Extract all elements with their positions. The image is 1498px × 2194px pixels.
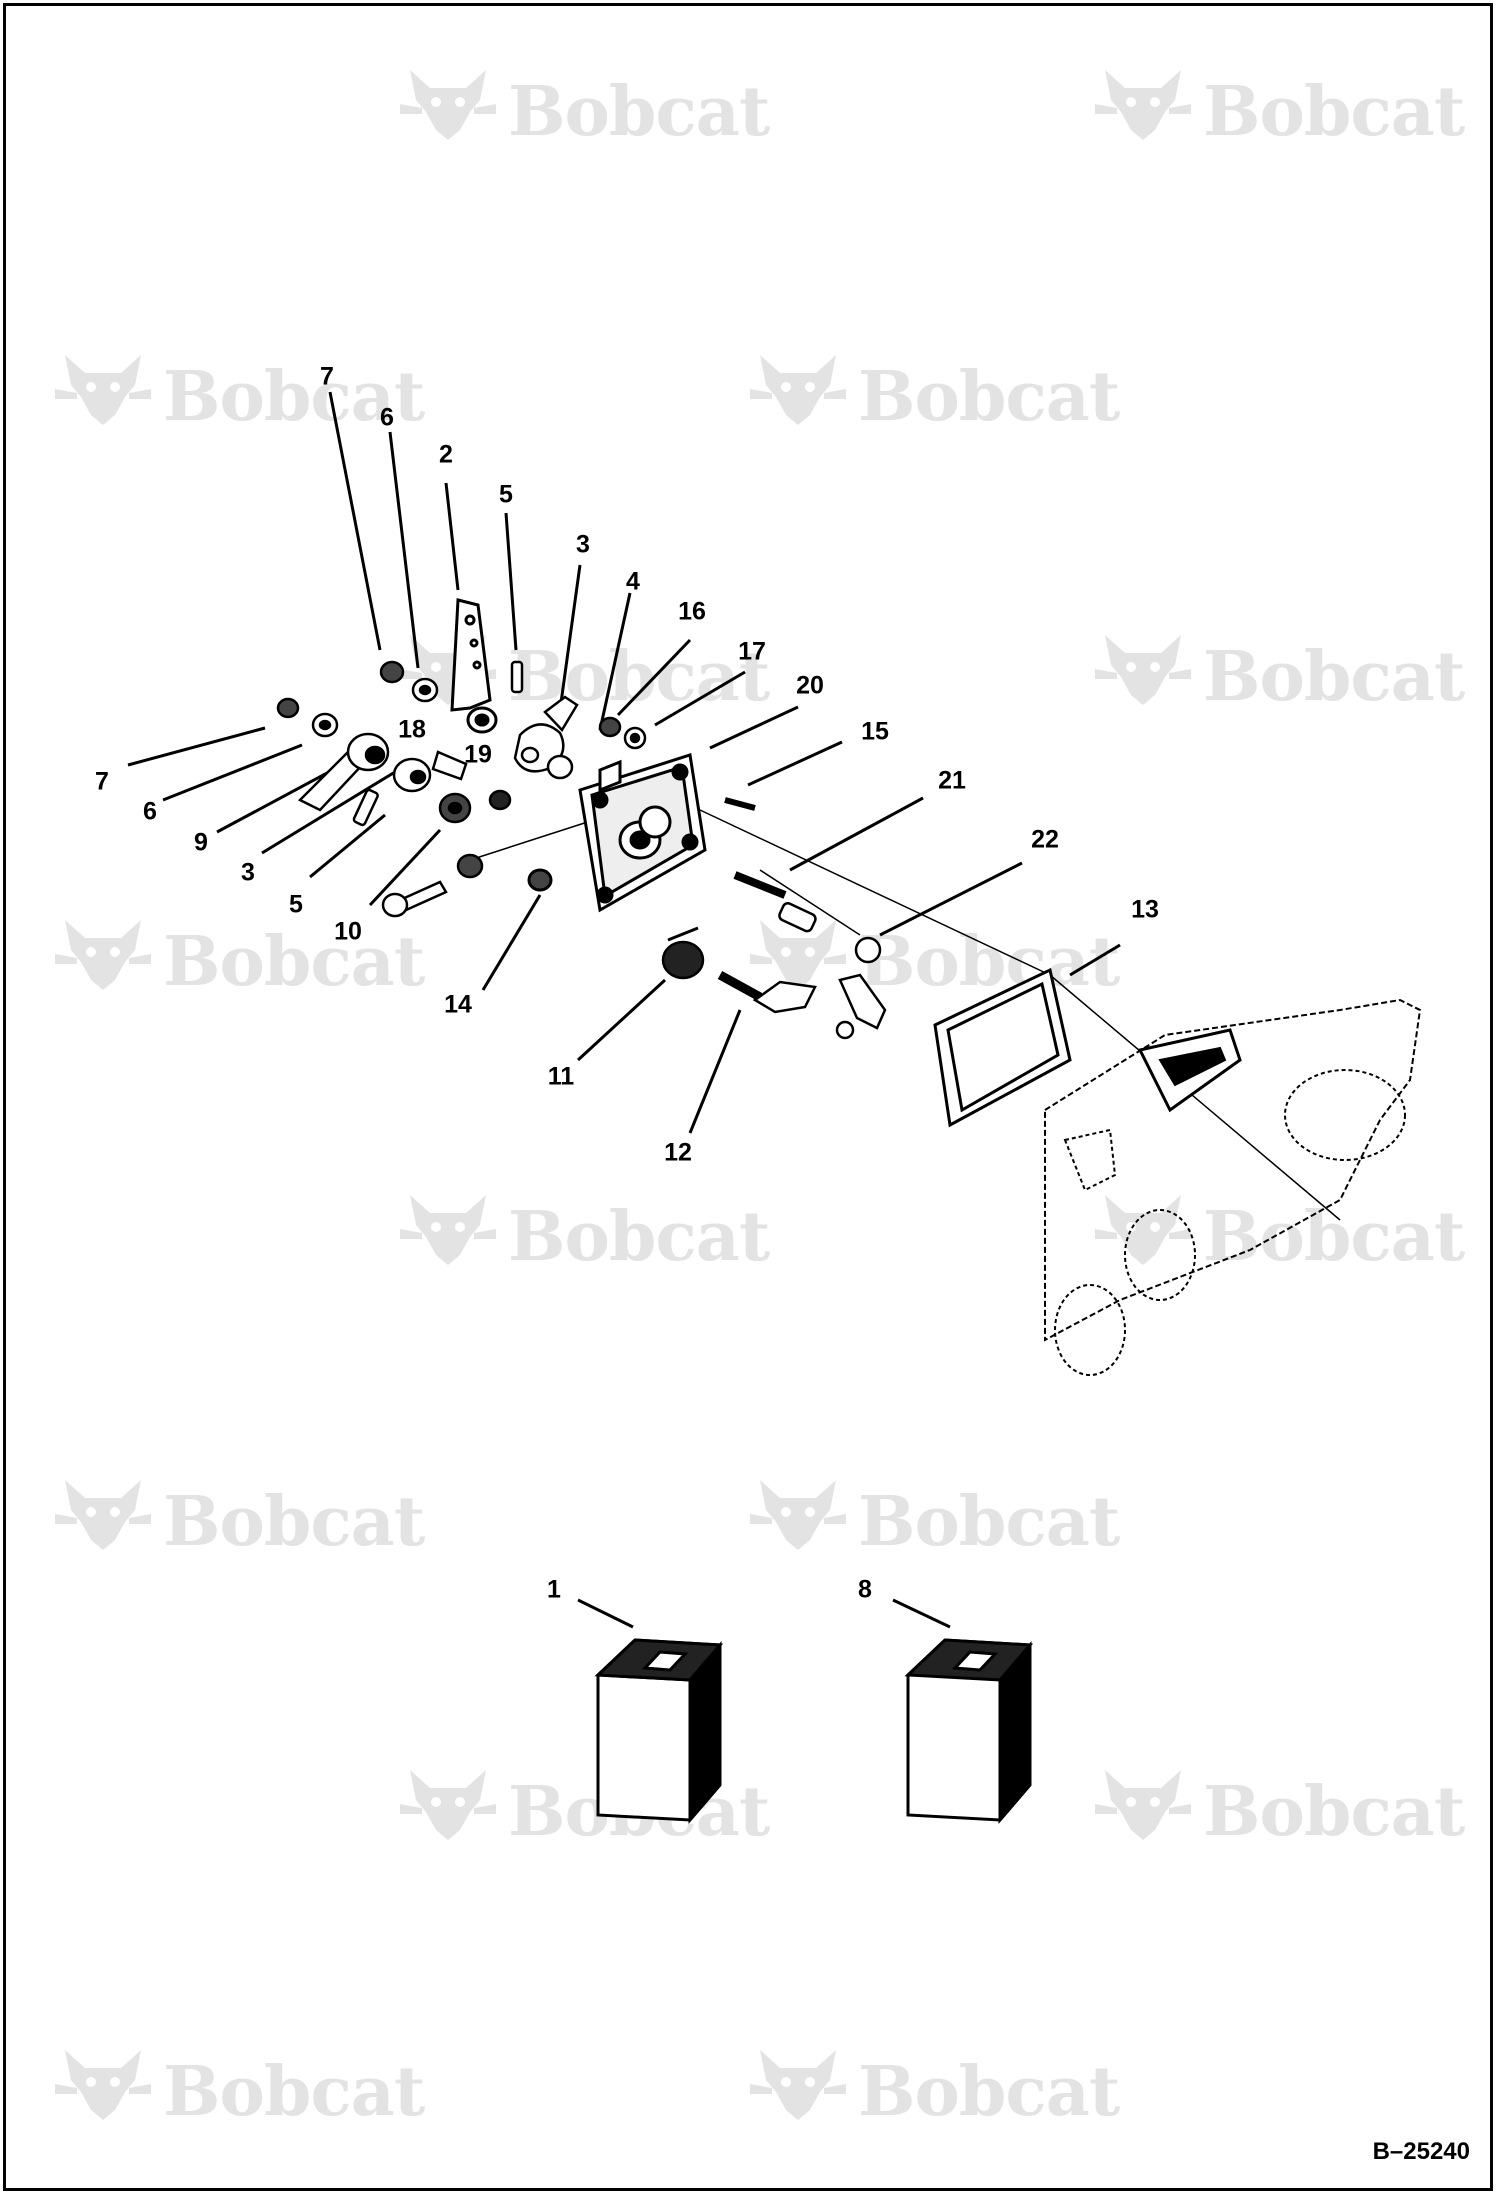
bobcat-watermark: Bobcat — [750, 1470, 1120, 1562]
upper-nuts-washers — [379, 660, 647, 780]
cover-plate — [527, 753, 707, 913]
callout-13: 13 — [1131, 895, 1159, 924]
callout-19: 19 — [464, 740, 492, 769]
watermark-text: Bobcat — [163, 2052, 425, 2132]
callout-6-top: 6 — [380, 403, 394, 432]
kit-box-8 — [904, 1638, 1034, 1825]
callout-7-left: 7 — [95, 767, 109, 796]
callout-3-left: 3 — [241, 858, 255, 887]
bobcat-watermark: Bobcat — [750, 910, 1120, 1002]
upper-lever — [450, 598, 498, 734]
watermark-text: Bobcat — [1203, 1772, 1465, 1852]
watermark-text: Bobcat — [858, 1482, 1120, 1562]
callout-16: 16 — [678, 597, 706, 626]
bobcat-logo-icon — [750, 1480, 846, 1550]
left-lever-group — [276, 697, 512, 918]
page-border — [3, 3, 1493, 2191]
bobcat-watermark: Bobcat — [400, 1185, 770, 1277]
callout-20: 20 — [796, 671, 824, 700]
bobcat-logo-icon — [1095, 635, 1191, 705]
callout-12: 12 — [664, 1138, 692, 1167]
callout-21: 21 — [938, 766, 966, 795]
callout-4: 4 — [626, 567, 640, 596]
bobcat-watermark: Bobcat — [1095, 1185, 1465, 1277]
document-reference: B–25240 — [1372, 2138, 1470, 2165]
watermark-text: Bobcat — [508, 72, 770, 152]
bobcat-watermark: Bobcat — [1095, 60, 1465, 152]
callout-11: 11 — [547, 1062, 575, 1091]
watermark-text: Bobcat — [508, 637, 770, 717]
watermark-text: Bobcat — [858, 2052, 1120, 2132]
callout-8: 8 — [858, 1575, 872, 1604]
bobcat-logo-icon — [400, 1195, 496, 1265]
kit-box-1 — [594, 1638, 724, 1825]
watermark-text: Bobcat — [858, 357, 1120, 437]
callout-14: 14 — [444, 990, 472, 1019]
callout-1: 1 — [547, 1575, 561, 1604]
bobcat-watermark: Bobcat — [55, 1470, 425, 1562]
shafts-springs — [661, 797, 887, 1040]
callout-5-left: 5 — [289, 890, 303, 919]
bobcat-logo-icon — [55, 355, 151, 425]
bobcat-logo-icon — [55, 920, 151, 990]
callout-7-top: 7 — [320, 362, 334, 391]
bobcat-watermark: Bobcat — [400, 60, 770, 152]
bobcat-watermark: Bobcat — [750, 345, 1120, 437]
watermark-text: Bobcat — [1203, 637, 1465, 717]
bobcat-watermark: Bobcat — [55, 2040, 425, 2132]
callout-15: 15 — [861, 717, 889, 746]
callout-5-top: 5 — [499, 480, 513, 509]
callout-6-left: 6 — [143, 797, 157, 826]
bobcat-logo-icon — [750, 920, 846, 990]
callout-18: 18 — [398, 715, 426, 744]
bobcat-logo-icon — [400, 1770, 496, 1840]
leader-lines — [127, 391, 1121, 1629]
bobcat-watermark: Bobcat — [750, 2040, 1120, 2132]
bobcat-logo-icon — [1095, 1770, 1191, 1840]
bobcat-watermark: Bobcat — [55, 910, 425, 1002]
assembly-centerlines — [469, 809, 1341, 1221]
callout-17: 17 — [738, 637, 766, 666]
bobcat-logo-icon — [400, 70, 496, 140]
engine-block — [1044, 998, 1422, 1376]
bobcat-logo-icon — [750, 355, 846, 425]
callout-10: 10 — [334, 917, 362, 946]
watermark-text: Bobcat — [1203, 1197, 1465, 1277]
callout-2: 2 — [439, 440, 453, 469]
bobcat-logo-icon — [55, 2050, 151, 2120]
gasket — [933, 967, 1072, 1128]
watermark-text: Bobcat — [163, 1482, 425, 1562]
callout-3-top: 3 — [576, 530, 590, 559]
watermark-text: Bobcat — [163, 357, 425, 437]
bobcat-logo-icon — [55, 1480, 151, 1550]
callout-22: 22 — [1031, 825, 1059, 854]
watermark-text: Bobcat — [1203, 72, 1465, 152]
bobcat-watermark: Bobcat — [1095, 1760, 1465, 1852]
bobcat-logo-icon — [1095, 70, 1191, 140]
bobcat-watermark: Bobcat — [55, 345, 425, 437]
bobcat-logo-icon — [750, 2050, 846, 2120]
bobcat-logo-icon — [1095, 1195, 1191, 1265]
bobcat-watermark: Bobcat — [1095, 625, 1465, 717]
watermark-text: Bobcat — [163, 922, 425, 1002]
watermark-text: Bobcat — [858, 922, 1120, 1002]
callout-9: 9 — [194, 828, 208, 857]
watermark-text: Bobcat — [508, 1197, 770, 1277]
